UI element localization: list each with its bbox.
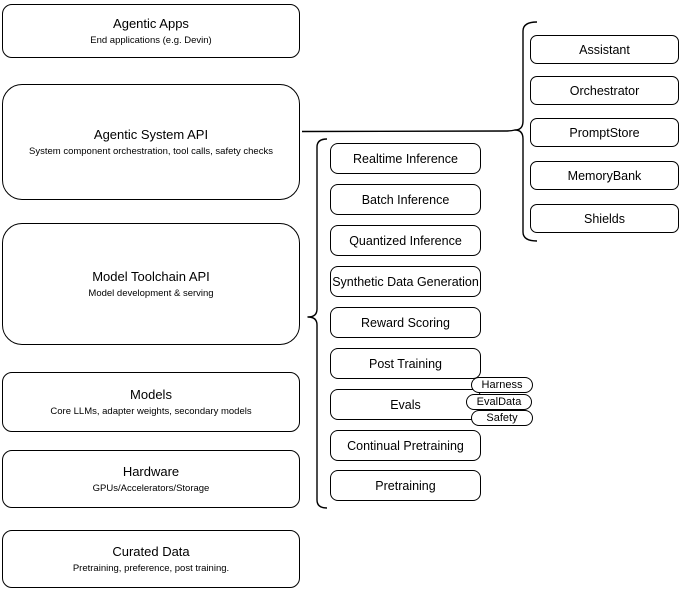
node-label: Continual Pretraining	[347, 438, 464, 453]
node-label: PromptStore	[569, 125, 640, 140]
node-title: Model Toolchain API	[92, 268, 210, 284]
node-title: Models	[130, 386, 172, 402]
node-agentic-system-api: Agentic System API System component orch…	[2, 84, 300, 200]
node-synthetic-data-generation: Synthetic Data Generation	[330, 266, 481, 297]
node-label: Evals	[390, 397, 421, 412]
node-post-training: Post Training	[330, 348, 481, 379]
middle-group-brace	[307, 138, 328, 509]
pill-label: EvalData	[476, 396, 522, 408]
node-label: Shields	[584, 211, 625, 226]
node-subtitle: System component orchestration, tool cal…	[29, 145, 273, 157]
node-label: Quantized Inference	[349, 233, 462, 248]
node-quantized-inference: Quantized Inference	[330, 225, 481, 256]
node-pretraining: Pretraining	[330, 470, 481, 501]
node-assistant: Assistant	[530, 35, 679, 64]
node-curated-data: Curated Data Pretraining, preference, po…	[2, 530, 300, 588]
node-subtitle: Model development & serving	[88, 287, 214, 299]
node-label: Assistant	[579, 42, 630, 57]
node-title: Curated Data	[112, 543, 190, 559]
right-group-brace	[514, 21, 538, 242]
node-promptstore: PromptStore	[530, 118, 679, 147]
node-orchestrator: Orchestrator	[530, 76, 679, 105]
pill-harness: Harness	[471, 377, 533, 393]
node-subtitle: Core LLMs, adapter weights, secondary mo…	[50, 405, 252, 417]
node-label: Orchestrator	[569, 83, 640, 98]
node-models: Models Core LLMs, adapter weights, secon…	[2, 372, 300, 432]
node-continual-pretraining: Continual Pretraining	[330, 430, 481, 461]
node-memorybank: MemoryBank	[530, 161, 679, 190]
node-label: MemoryBank	[567, 168, 642, 183]
node-subtitle: End applications (e.g. Devin)	[90, 34, 212, 46]
node-model-toolchain-api: Model Toolchain API Model development & …	[2, 223, 300, 345]
node-title: Agentic Apps	[113, 15, 189, 31]
node-label: Batch Inference	[361, 192, 450, 207]
node-reward-scoring: Reward Scoring	[330, 307, 481, 338]
node-realtime-inference: Realtime Inference	[330, 143, 481, 174]
node-hardware: Hardware GPUs/Accelerators/Storage	[2, 450, 300, 508]
node-title: Agentic System API	[93, 126, 209, 142]
node-subtitle: Pretraining, preference, post training.	[72, 562, 230, 574]
node-shields: Shields	[530, 204, 679, 233]
node-subtitle: GPUs/Accelerators/Storage	[92, 482, 210, 494]
node-label: Post Training	[369, 356, 442, 371]
node-evals: Evals	[330, 389, 481, 420]
node-label: Realtime Inference	[353, 151, 458, 166]
node-batch-inference: Batch Inference	[330, 184, 481, 215]
node-label: Reward Scoring	[361, 315, 450, 330]
pill-safety: Safety	[471, 410, 533, 426]
node-title: Hardware	[122, 463, 180, 479]
pill-evaldata: EvalData	[466, 394, 532, 410]
node-agentic-apps: Agentic Apps End applications (e.g. Devi…	[2, 4, 300, 58]
node-label: Pretraining	[375, 478, 436, 493]
pill-label: Safety	[486, 412, 518, 424]
pill-label: Harness	[481, 379, 523, 391]
agentic-system-connector-line	[301, 129, 516, 133]
node-label: Synthetic Data Generation	[332, 274, 479, 289]
